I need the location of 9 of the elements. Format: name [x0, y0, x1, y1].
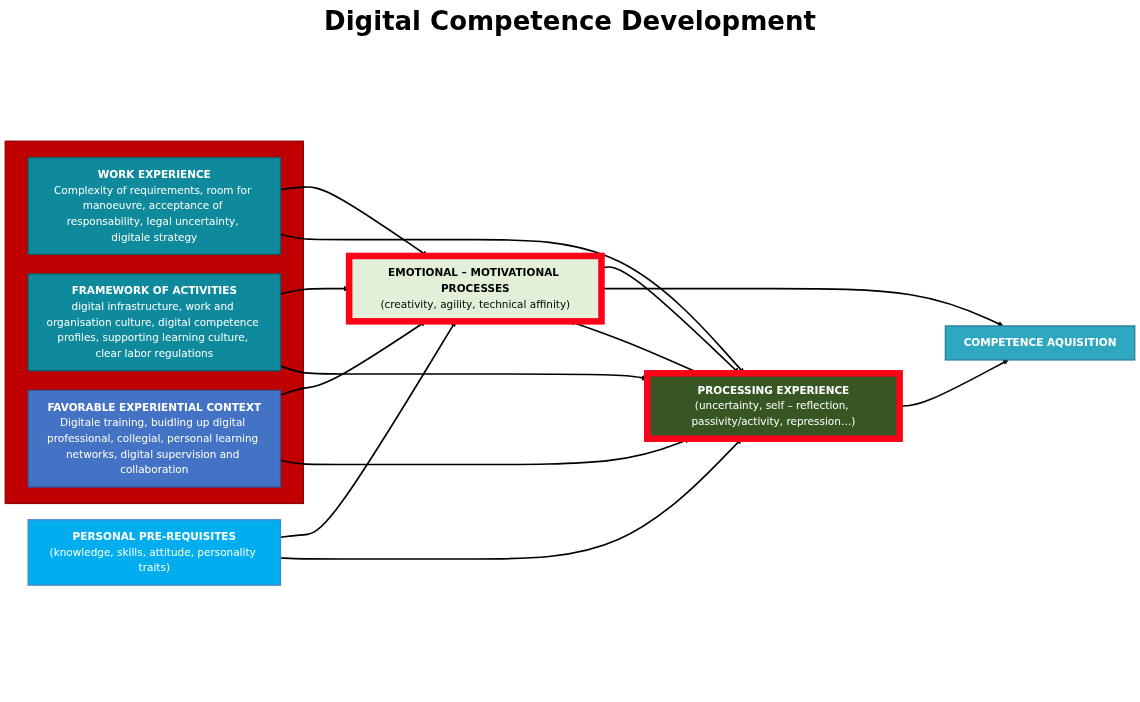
node-box: WORK EXPERIENCE Complexity of requirements, room for manoeuvre, acceptance of responsability, legal uncertainty, digitale strategy	[27, 156, 282, 255]
node-box: FAVORABLE EXPERIENTIAL CONTEXT Digitale training, buidling up digital professional, collegial, personal learning networks, digital supervision and collaboration	[27, 389, 282, 488]
diagram-title: Digital Competence Development	[323, 6, 817, 36]
node-box: PROCESSING EXPERIENCE (uncertainty, self – reflection, passivity/activity, repression…)	[644, 369, 903, 442]
node-box: FRAMEWORK OF ACTIVITIES digital infrastructure, work and organisation culture, digital competence profiles, supporting learning culture, clear labor regulations	[27, 273, 282, 372]
node-box: PERSONAL PRE-REQUISITES (knowledge, skills, attitude, personality traits)	[27, 518, 282, 586]
node-box: EMOTIONAL – MOTIVATIONAL PROCESSES (creativity, agility, technical affinity)	[345, 252, 605, 325]
node-box: COMPETENCE AQUISITION	[944, 325, 1136, 361]
cluster	[4, 140, 305, 504]
